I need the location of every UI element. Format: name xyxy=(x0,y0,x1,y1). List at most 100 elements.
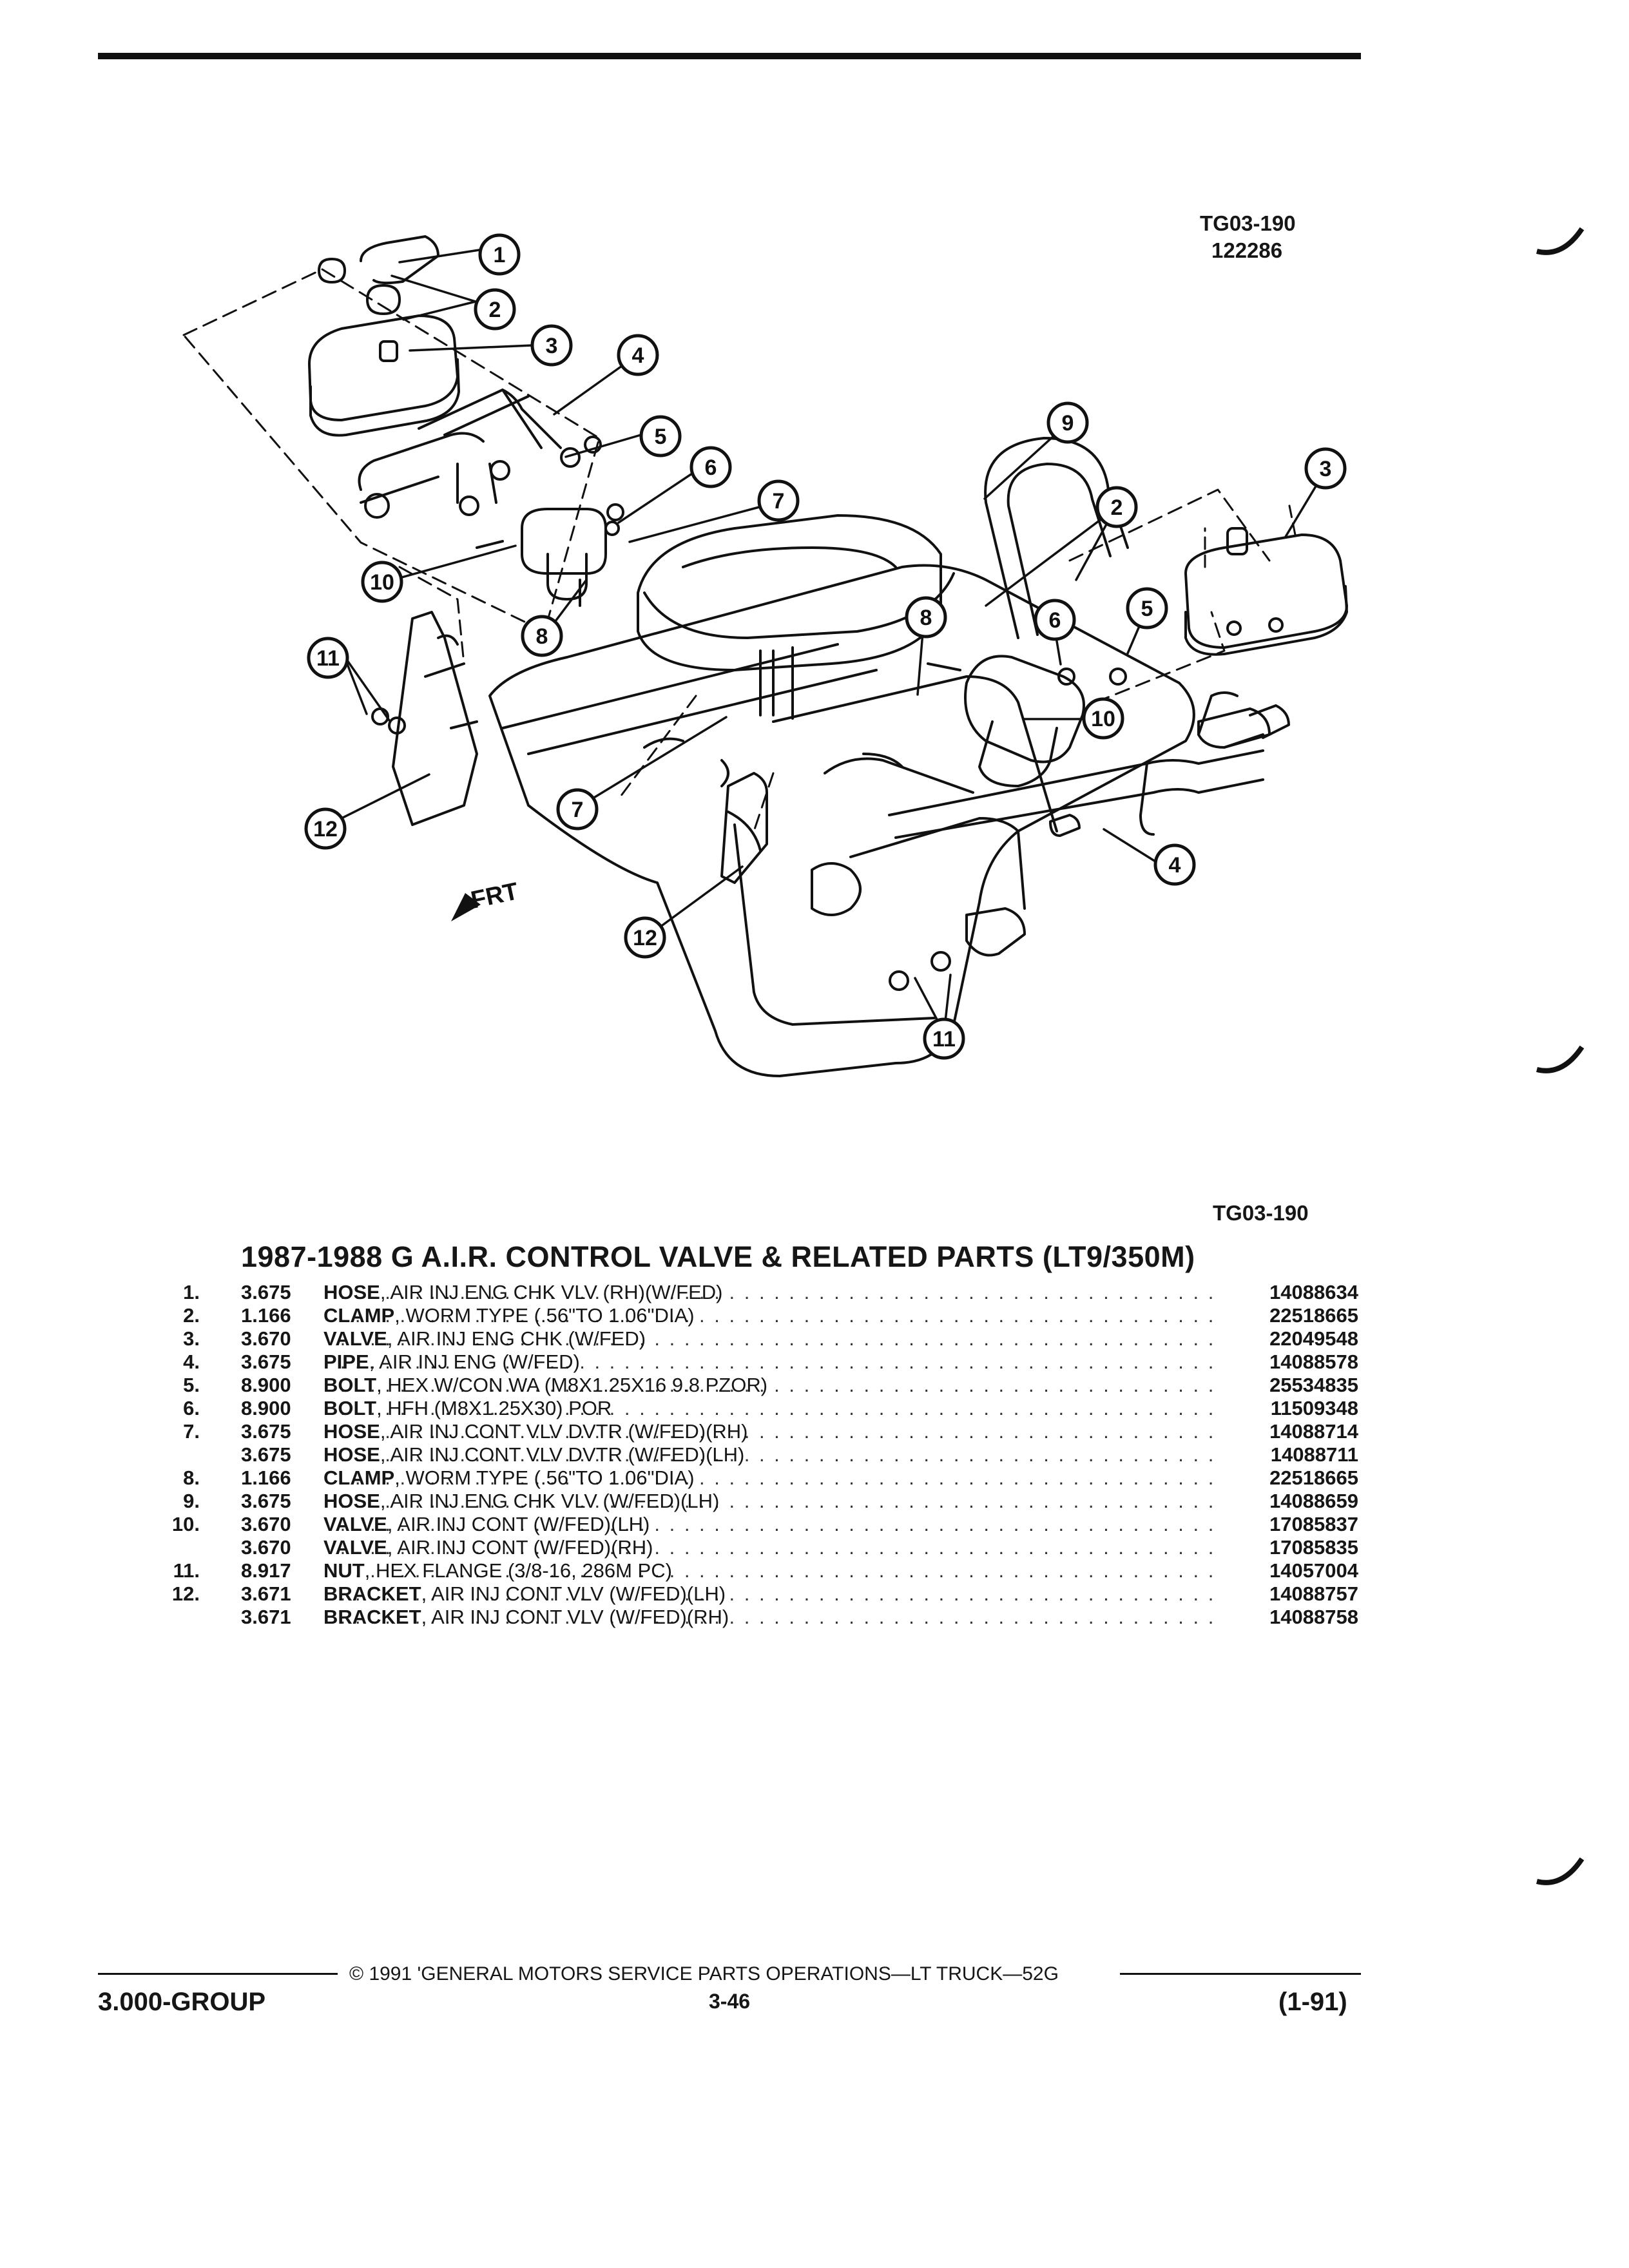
part-description: CLAMP, WORM TYPE (.56"TO 1.06"DIA) xyxy=(323,1304,695,1327)
callout-8-right-label: 8 xyxy=(920,606,932,630)
part-number: 17085835 xyxy=(1269,1536,1358,1559)
group-code: 8.900 xyxy=(241,1374,291,1396)
part-detail: , AIR INJ CONT (W/FED)(LH) xyxy=(387,1513,650,1535)
binding-mark xyxy=(1536,1857,1585,1885)
dot-leader: . . . . . . . . . . . . . . . . . . . . … xyxy=(323,1466,1214,1490)
callout-5-right-label: 5 xyxy=(1141,597,1153,621)
part-number: 11509348 xyxy=(1270,1397,1358,1419)
right-hose-9 xyxy=(984,437,1129,639)
callout-2-right: 2 xyxy=(1095,486,1138,528)
part-name: VALVE xyxy=(323,1513,387,1535)
callout-8-right: 8 xyxy=(905,596,947,639)
part-name: BRACKET xyxy=(323,1582,421,1605)
callout-5-label: 5 xyxy=(655,425,667,449)
parts-row: 10. 3.670 . . . . . . . . . . . . . . . … xyxy=(161,1513,1366,1536)
footer-date: (1-91) xyxy=(1278,1988,1347,2016)
group-code: 3.670 xyxy=(241,1536,291,1559)
left-check-valve-assembly xyxy=(308,235,460,437)
parts-row: 9. 3.675 . . . . . . . . . . . . . . . .… xyxy=(161,1490,1366,1513)
dot-leader: . . . . . . . . . . . . . . . . . . . . … xyxy=(323,1513,1214,1536)
binding-mark xyxy=(1536,227,1585,255)
part-number: 14057004 xyxy=(1269,1559,1358,1582)
item-number: 9. xyxy=(183,1490,200,1512)
right-exploded-outline xyxy=(617,488,1271,832)
parts-row: 3.670 . . . . . . . . . . . . . . . . . … xyxy=(161,1536,1366,1559)
right-check-valve-3 xyxy=(1184,501,1348,656)
footer-rule-right xyxy=(1120,1973,1361,1975)
part-detail: , AIR INJ CONT (W/FED)(RH) xyxy=(387,1536,653,1559)
item-number: 5. xyxy=(183,1374,200,1396)
part-number: 22518665 xyxy=(1269,1304,1358,1327)
part-name: BOLT xyxy=(323,1397,377,1419)
item-number: 10. xyxy=(171,1513,200,1535)
part-number: 14088757 xyxy=(1269,1582,1358,1605)
part-name: CLAMP xyxy=(323,1466,395,1489)
callout-12-bottom: 12 xyxy=(624,916,666,959)
group-code: 3.675 xyxy=(241,1443,291,1466)
callout-3-right-label: 3 xyxy=(1320,457,1332,481)
part-name: CLAMP xyxy=(323,1304,395,1327)
item-number: 11. xyxy=(173,1559,200,1582)
part-detail: , WORM TYPE (.56"TO 1.06"DIA) xyxy=(394,1304,695,1327)
dot-leader: . . . . . . . . . . . . . . . . . . . . … xyxy=(323,1350,1214,1374)
part-number: 22049548 xyxy=(1269,1327,1358,1350)
group-code: 3.675 xyxy=(241,1281,291,1303)
figure-code: TG03-190 xyxy=(1200,211,1296,235)
group-code: 1.166 xyxy=(241,1304,291,1327)
group-code: 3.671 xyxy=(241,1582,291,1605)
part-detail: , AIR INJ CONT VLV DVTR (W/FED)(LH) xyxy=(380,1443,745,1466)
item-number: 2. xyxy=(183,1304,200,1327)
dot-leader: . . . . . . . . . . . . . . . . . . . . … xyxy=(323,1304,1214,1327)
callout-8-label: 8 xyxy=(536,624,548,649)
part-name: VALVE xyxy=(323,1327,387,1350)
callout-4-label: 4 xyxy=(632,343,644,368)
callout-11: 11 xyxy=(307,637,349,679)
callout-6-right: 6 xyxy=(1034,599,1076,641)
callout-5: 5 xyxy=(639,415,682,457)
parts-row: 1. 3.675 . . . . . . . . . . . . . . . .… xyxy=(161,1281,1366,1304)
group-code: 3.670 xyxy=(241,1327,291,1350)
item-number: 7. xyxy=(183,1420,200,1443)
part-number: 14088659 xyxy=(1269,1490,1358,1512)
dot-leader: . . . . . . . . . . . . . . . . . . . . … xyxy=(323,1606,1214,1629)
callout-12-bottom-label: 12 xyxy=(633,926,657,950)
part-description: HOSE, AIR INJ ENG CHK VLV (W/FED)(LH) xyxy=(323,1490,719,1513)
front-direction-arrow: FRT xyxy=(451,878,521,921)
item-number: 6. xyxy=(183,1397,200,1419)
dot-leader: . . . . . . . . . . . . . . . . . . . . … xyxy=(323,1420,1214,1443)
callout-3-right: 3 xyxy=(1304,447,1347,490)
part-name: VALVE xyxy=(323,1536,387,1559)
right-control-valve xyxy=(927,655,1127,787)
part-description: HOSE, AIR INJ ENG CHK VLV (RH)(W/FED) xyxy=(323,1281,722,1304)
callout-6-label: 6 xyxy=(705,456,717,480)
part-number: 14088711 xyxy=(1270,1443,1358,1466)
part-description: NUT, HEX FLANGE (3/8-16, 286M PC) xyxy=(323,1559,672,1582)
part-detail: , AIR INJ ENG CHK VLV (RH)(W/FED) xyxy=(380,1281,723,1303)
dot-leader: . . . . . . . . . . . . . . . . . . . . … xyxy=(323,1443,1214,1466)
right-nuts-11 xyxy=(889,951,951,991)
part-description: BOLT, HEX W/CON WA (M8X1.25X16 9.8 PZOR) xyxy=(323,1374,767,1397)
exploded-parts-illustration: FRT 1 2 3 4 5 6 7 10 8 11 12 9 2 3 8 6 5… xyxy=(182,233,1348,1077)
part-name: BOLT xyxy=(323,1374,377,1396)
item-number: 1. xyxy=(183,1281,200,1303)
dot-leader: . . . . . . . . . . . . . . . . . . . . … xyxy=(323,1559,1214,1582)
callout-10: 10 xyxy=(361,561,403,603)
part-description: HOSE, AIR INJ CONT VLV DVTR (W/FED)(RH) xyxy=(323,1420,748,1443)
group-code: 1.166 xyxy=(241,1466,291,1489)
top-rule xyxy=(98,53,1361,59)
part-description: VALVE, AIR INJ ENG CHK (W/FED) xyxy=(323,1327,646,1350)
dot-leader: . . . . . . . . . . . . . . . . . . . . … xyxy=(323,1397,1214,1420)
engine-block xyxy=(488,514,1195,1077)
callout-6: 6 xyxy=(689,446,732,488)
dot-leader: . . . . . . . . . . . . . . . . . . . . … xyxy=(323,1281,1214,1304)
part-detail: , AIR INJ CONT VLV (W/FED)(LH) xyxy=(421,1582,726,1605)
callout-12: 12 xyxy=(304,807,347,850)
part-name: HOSE xyxy=(323,1490,380,1512)
callout-3: 3 xyxy=(530,324,573,367)
callout-9-label: 9 xyxy=(1062,411,1074,436)
parts-list: 1. 3.675 . . . . . . . . . . . . . . . .… xyxy=(161,1281,1366,1629)
callout-10-right-label: 10 xyxy=(1091,707,1115,731)
footer-copyright: © 1991 'GENERAL MOTORS SERVICE PARTS OPE… xyxy=(349,1963,1059,1984)
callout-10-right: 10 xyxy=(1082,697,1124,740)
group-code: 3.675 xyxy=(241,1350,291,1373)
